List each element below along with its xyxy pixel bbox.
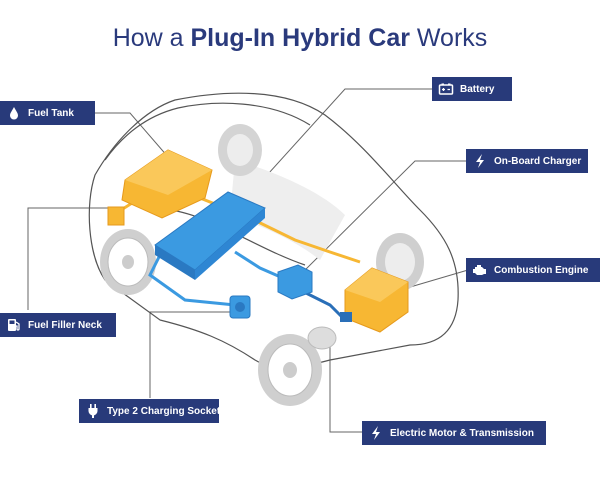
title-bold: Plug-In Hybrid Car: [190, 24, 410, 52]
label-battery: Battery: [432, 77, 512, 101]
filler-neck-component: [107, 206, 125, 226]
label-fuel-tank: Fuel Tank: [0, 101, 95, 125]
label-electric-motor: Electric Motor & Transmission: [362, 421, 546, 445]
wheel-front-left: [258, 334, 322, 406]
leader-filler-neck: [27, 207, 110, 310]
label-on-board-charger-text: On-Board Charger: [494, 155, 582, 167]
label-combustion-engine: Combustion Engine: [466, 258, 600, 282]
lightning-icon: [368, 425, 384, 441]
socket-component: [229, 295, 251, 319]
car-outline: [88, 92, 459, 369]
battery-icon: [438, 81, 454, 97]
leader-motor: [329, 340, 362, 433]
title-prefix: How a: [112, 24, 191, 52]
leader-battery: [239, 88, 432, 206]
label-combustion-engine-text: Combustion Engine: [494, 264, 589, 276]
label-type2-socket-text: Type 2 Charging Socket: [107, 405, 221, 417]
leader-socket: [149, 311, 232, 398]
wheels: [100, 124, 424, 406]
fuel-tank-component: [121, 149, 213, 219]
windshield-shade: [230, 160, 345, 260]
charger-component: [277, 264, 313, 300]
label-battery-text: Battery: [460, 83, 495, 95]
engine-icon: [472, 262, 488, 278]
lightning-icon: [472, 153, 488, 169]
label-type2-socket: Type 2 Charging Socket: [79, 399, 221, 423]
label-fuel-filler-neck-text: Fuel Filler Neck: [28, 319, 102, 331]
plug-icon: [85, 403, 101, 419]
wheel-rear-left: [100, 229, 156, 295]
label-fuel-filler-neck: Fuel Filler Neck: [0, 313, 116, 337]
page-title: How a Plug-In Hybrid Car Works: [0, 24, 600, 53]
label-on-board-charger: On-Board Charger: [466, 149, 588, 173]
fuel-drop-icon: [6, 105, 22, 121]
charging-cable: [148, 254, 236, 307]
label-electric-motor-text: Electric Motor & Transmission: [390, 427, 534, 439]
battery-component: [154, 191, 266, 280]
label-fuel-tank-text: Fuel Tank: [28, 107, 74, 119]
leader-fuel-tank: [95, 112, 176, 166]
motor-cable: [299, 288, 347, 322]
leader-charger: [299, 160, 470, 276]
motor-component: [307, 312, 352, 350]
fuel-pump-icon: [6, 317, 22, 333]
roof-line: [104, 102, 311, 161]
title-suffix: Works: [409, 24, 488, 52]
wheel-rear-right: [218, 124, 262, 176]
